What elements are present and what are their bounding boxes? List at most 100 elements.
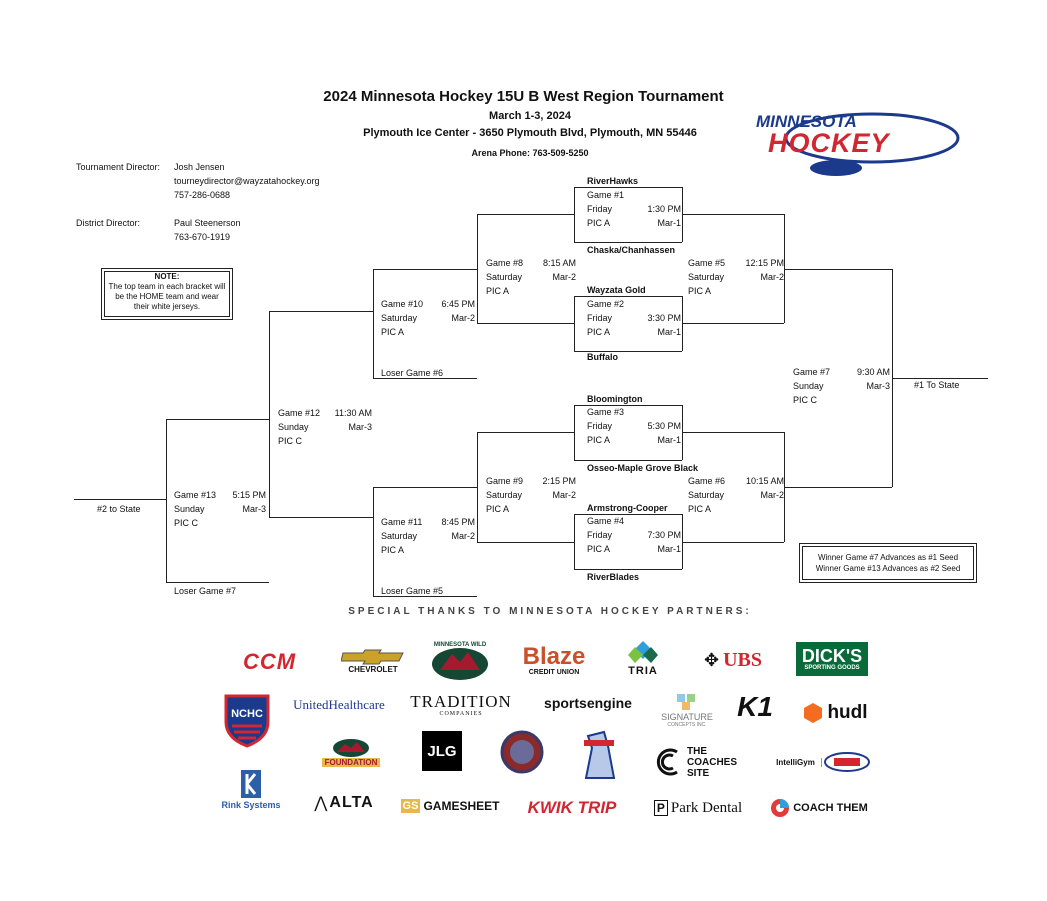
referee-crest-logo [500,730,544,774]
hudl-mark-icon [804,703,823,723]
game-7-time: 9:30 AM [856,367,890,377]
game-6-date: Mar-2 [760,490,784,500]
dicks-text: DICK'S [801,646,863,666]
wild-foundation-logo: FOUNDATION [316,734,386,770]
rink-systems-icon [241,770,261,798]
game-11-date: Mar-2 [451,531,475,541]
game-1-time: 1:30 PM [647,204,681,214]
game-11-time: 8:45 PM [441,517,475,527]
game-7-rink: PIC C [793,395,818,405]
bracket-line [166,419,269,420]
game-11-rink: PIC A [381,545,405,555]
bracket-line [784,487,892,488]
bracket-line [574,242,682,243]
game-3-name: Game #3 [587,407,625,417]
tournament-venue: Plymouth Ice Center - 3650 Plymouth Blvd… [363,127,697,139]
game-8-time: 8:15 AM [542,258,576,268]
game-9-day: Saturday [486,490,523,500]
minnesota-wild-logo: MINNESOTA WILD [428,640,492,682]
team-wayzata: Wayzata Gold [587,285,646,295]
logo-line1: MINNESOTA [756,112,857,131]
gamesheet-logo: GS GAMESHEET [400,794,500,818]
game-2-time: 3:30 PM [647,313,681,323]
team-riverblades: RiverBlades [587,572,640,582]
gamesheet-text: GAMESHEET [423,799,500,813]
minnesota-hockey-logo: MINNESOTA HOCKEY [752,104,962,184]
bracket-line [373,269,374,378]
signature-sub: CONCEPTS INC. [667,722,707,728]
ubs-text: UBS [723,648,762,671]
game-9-time: 2:15 PM [542,476,576,486]
partners-heading: SPECIAL THANKS TO MINNESOTA HOCKEY PARTN… [348,606,752,617]
bracket-line [269,311,373,312]
game-13-name: Game #13 [174,490,217,500]
bracket-line [166,419,167,582]
team-chaska: Chaska/Chanhassen [587,245,676,255]
coaches-site-icon [656,748,678,776]
page-title: 2024 Minnesota Hockey 15U B West Region … [323,88,724,105]
kwik-trip-logo: KWIK TRIP [527,798,617,817]
game-3-date: Mar-1 [657,435,681,445]
unitedhealthcare-logo: UnitedHealthcare [293,697,385,712]
bracket-line [373,378,477,379]
game-6-name: Game #6 [688,476,726,486]
tradition-logo: TRADITION COMPANIES [408,690,514,720]
gamesheet-icon: GS [400,799,421,813]
game-12-name: Game #12 [278,408,321,418]
bracket-line [682,542,784,543]
rink-systems-logo: Rink Systems [214,764,288,814]
game-5-name: Game #5 [688,258,726,268]
hudl-logo: hudl [798,698,872,728]
bracket-line [574,405,682,406]
dd-label: District Director: [76,218,141,228]
game-4-date: Mar-1 [657,544,681,554]
team-riverhawks: RiverHawks [587,176,639,186]
game-1-name: Game #1 [587,190,625,200]
team-bloomington: Bloomington [587,394,643,404]
wild-foundation-icon [333,738,369,757]
ubs-logo: ✥ UBS [694,646,772,674]
tria-text: TRIA [628,665,658,677]
bracket-line [574,187,682,188]
game-8-day: Saturday [486,272,523,282]
winner-advances-box: Winner Game #7 Advances as #1 Seed Winne… [799,543,977,583]
bracket-line [682,514,683,569]
tria-diamond-icon [628,641,658,663]
game-6-day: Saturday [688,490,725,500]
loser-game-5-label: Loser Game #5 [381,586,444,596]
bracket-line [892,378,988,379]
tradition-text: TRADITION [410,692,512,711]
game-10-rink: PIC A [381,327,405,337]
game-2-name: Game #2 [587,299,625,309]
game-5-day: Saturday [688,272,725,282]
bracket-line [574,351,682,352]
jlg-logo: JLG [422,731,462,771]
game-5-rink: PIC A [688,286,712,296]
bracket-line [269,517,373,518]
coaches-site-text: THE COACHES SITE [687,745,738,779]
team-osseo: Osseo-Maple Grove Black [587,463,699,473]
game-8-rink: PIC A [486,286,510,296]
game-5-date: Mar-2 [760,272,784,282]
game-3-rink: PIC A [587,435,611,445]
dd-name: Paul Steenerson [174,218,241,228]
chevrolet-text: CHEVROLET [348,664,398,674]
usa-hockey-icon [823,752,870,772]
bracket-line [574,405,575,460]
coach-them-text: COACH THEM [793,802,868,814]
bracket-line [477,323,574,324]
game-10-time: 6:45 PM [441,299,475,309]
winner-line-2: Winner Game #13 Advances as #2 Seed [815,564,961,573]
note-box: NOTE: The top team in each bracket will … [101,268,233,320]
game-2-rink: PIC A [587,327,611,337]
game-1-day: Friday [587,204,613,214]
chevrolet-bowtie-icon [341,649,404,664]
ccm-logo: CCM [242,649,297,674]
bracket-line [574,187,575,242]
